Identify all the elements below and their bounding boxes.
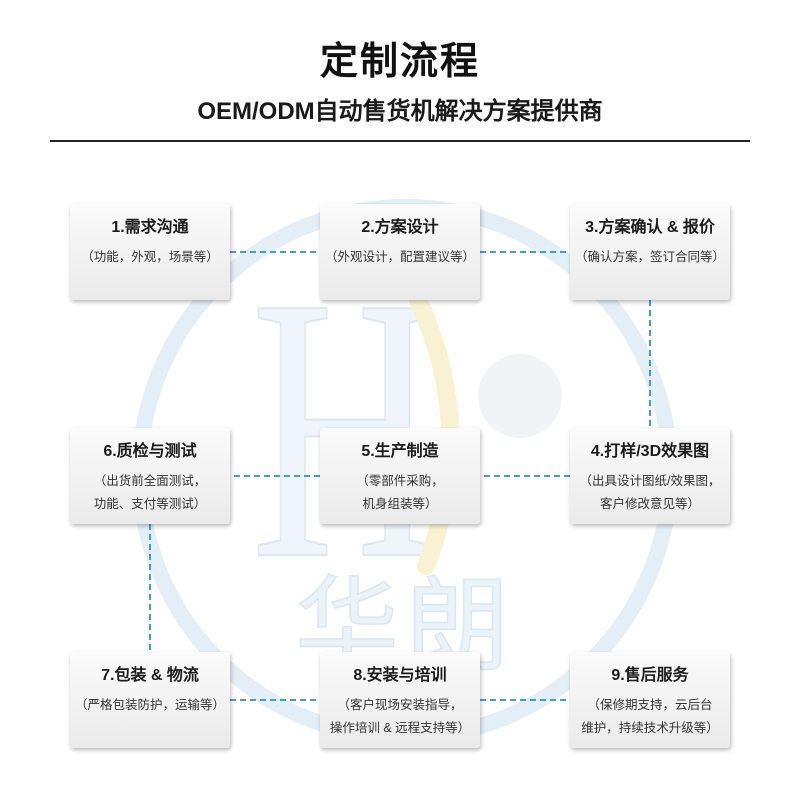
step-box-9: 9.售后服务 （保修期支持，云后台 维护，持续技术升级等） [570,652,730,748]
step-box-4: 4.打样/3D效果图 （出具设计图纸/效果图， 客户修改意见等） [570,428,730,524]
step-description-line: 维护，持续技术升级等） [581,721,719,735]
step-description-line: （外观设计，配置建议等） [324,250,475,264]
step-box-7: 7.包装 & 物流 （严格包装防护，运输等） [70,652,230,748]
connectors [149,251,651,701]
step-description-line: （功能，外观，场景等） [81,250,219,264]
step-description: （保修期支持，云后台 维护，持续技术升级等） [570,694,730,740]
step-description: （零部件采购， 机身组装等） [320,470,480,516]
step-box-2: 2.方案设计 （外观设计，配置建议等） [320,204,480,300]
step-description-line: （确认方案，签订合同等） [574,250,725,264]
step-description: （功能，外观，场景等） [70,246,230,269]
step-title: 7.包装 & 物流 [101,667,199,684]
step-description-line: 机身组装等） [362,497,438,511]
step-description: （出货前全面测试， 功能、支付等测试） [70,470,230,516]
step-box-3: 3.方案确认 & 报价 （确认方案，签订合同等） [570,204,730,300]
step-description-line: 操作培训 & 远程支持等） [329,721,471,735]
step-description-line: （零部件采购， [356,474,444,488]
step-description: （确认方案，签订合同等） [570,246,730,269]
step-description-line: （出具设计图纸/效果图， [579,474,721,488]
step-title: 2.方案设计 [361,219,439,236]
step-title: 6.质检与测试 [103,443,197,460]
step-description-line: （保修期支持，云后台 [587,698,713,712]
step-title: 3.方案确认 & 报价 [585,219,715,236]
step-box-6: 6.质检与测试 （出货前全面测试， 功能、支付等测试） [70,428,230,524]
step-description-line: 客户修改意见等） [599,497,700,511]
step-description: （严格包装防护，运输等） [70,694,230,717]
page-subtitle: OEM/ODM自动售货机解决方案提供商 [197,98,603,125]
step-title: 5.生产制造 [361,443,439,460]
step-description-line: （严格包装防护，运输等） [74,698,225,712]
step-description-line: 功能、支付等测试） [93,497,207,511]
step-box-5: 5.生产制造 （零部件采购， 机身组装等） [320,428,480,524]
step-title: 9.售后服务 [611,667,689,684]
step-description-line: （出货前全面测试， [93,474,207,488]
step-title: 8.安装与培训 [353,667,447,684]
step-description: （出具设计图纸/效果图， 客户修改意见等） [570,470,730,516]
step-description: （外观设计，配置建议等） [320,246,480,269]
step-title: 1.需求沟通 [111,219,189,236]
step-description: （客户现场安装指导， 操作培训 & 远程支持等） [320,694,480,740]
step-title: 4.打样/3D效果图 [590,443,710,460]
page-title: 定制流程 [319,41,480,83]
step-box-8: 8.安装与培训 （客户现场安装指导， 操作培训 & 远程支持等） [320,652,480,748]
watermark-globe-icon [478,354,562,438]
step-box-1: 1.需求沟通 （功能，外观，场景等） [70,204,230,300]
step-description-line: （客户现场安装指导， [337,698,463,712]
header-divider [50,140,750,142]
